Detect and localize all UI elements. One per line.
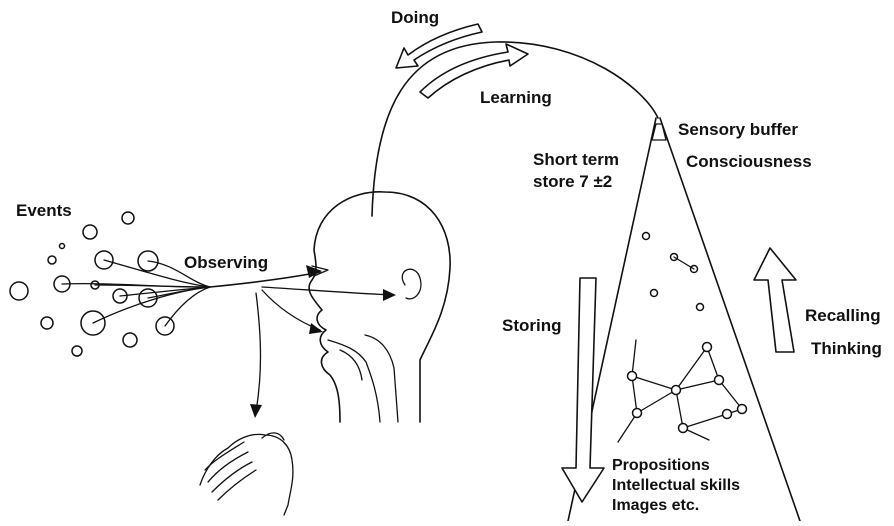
event-circle xyxy=(10,282,28,300)
memory-node xyxy=(697,304,704,311)
storing-label: Storing xyxy=(502,316,562,335)
network-node xyxy=(633,409,642,418)
network-edge xyxy=(683,414,727,428)
memory-node xyxy=(643,233,650,240)
observing-line xyxy=(210,272,320,287)
observing-label: Observing xyxy=(184,253,268,272)
recalling-arrow xyxy=(754,248,796,352)
head-outline xyxy=(309,192,450,422)
finger xyxy=(218,470,256,500)
network-edge xyxy=(632,340,636,376)
proposition-network xyxy=(618,340,747,442)
hand-line xyxy=(256,293,261,412)
hand-drawing xyxy=(200,433,293,515)
propositions-label: Propositions xyxy=(612,457,710,474)
memory-node xyxy=(651,290,658,297)
network-node xyxy=(679,424,688,433)
event-circle xyxy=(123,333,137,347)
observation-streams xyxy=(62,260,396,418)
images-label: Images etc. xyxy=(612,497,699,514)
ear-arrowhead xyxy=(383,289,396,301)
network-node xyxy=(738,405,747,414)
network-node xyxy=(628,372,637,381)
doing-learning-arc xyxy=(372,42,658,216)
short-term-label-line2: store 7 ±2 xyxy=(533,172,612,191)
network-edge xyxy=(719,380,742,409)
head-profile xyxy=(309,192,450,422)
stream-line xyxy=(62,284,210,288)
intellectual-skills-label: Intellectual skills xyxy=(612,477,740,494)
consciousness-label: Consciousness xyxy=(686,152,812,171)
network-edge xyxy=(707,347,719,380)
event-circle xyxy=(48,256,56,264)
network-edge xyxy=(632,376,637,413)
throat-back-line xyxy=(365,335,398,422)
recalling-label: Recalling xyxy=(805,306,881,325)
network-edge xyxy=(632,376,676,390)
sensory-buffer-label: Sensory buffer xyxy=(678,120,798,139)
event-circle xyxy=(72,346,82,356)
event-circle xyxy=(60,244,65,249)
hand-arrowhead xyxy=(250,404,262,418)
mouth-arrowhead xyxy=(309,323,323,334)
event-circle xyxy=(122,212,134,224)
network-node xyxy=(703,343,712,352)
memory-nodes xyxy=(643,233,704,311)
network-edge xyxy=(637,390,676,413)
storing-arrow xyxy=(562,278,604,502)
ear-line xyxy=(262,287,392,295)
thinking-label: Thinking xyxy=(811,339,882,358)
memory-link xyxy=(674,257,694,269)
events-label: Events xyxy=(16,201,72,220)
ear xyxy=(402,269,421,299)
event-circle xyxy=(41,317,53,329)
network-node xyxy=(672,386,681,395)
short-term-label-line1: Short term xyxy=(533,150,619,169)
throat-line xyxy=(328,340,380,422)
network-edge xyxy=(676,390,683,428)
network-node xyxy=(715,376,724,385)
learning-label: Learning xyxy=(480,88,552,107)
event-circle xyxy=(83,225,97,239)
network-node xyxy=(723,410,732,419)
doing-label: Doing xyxy=(391,8,439,27)
